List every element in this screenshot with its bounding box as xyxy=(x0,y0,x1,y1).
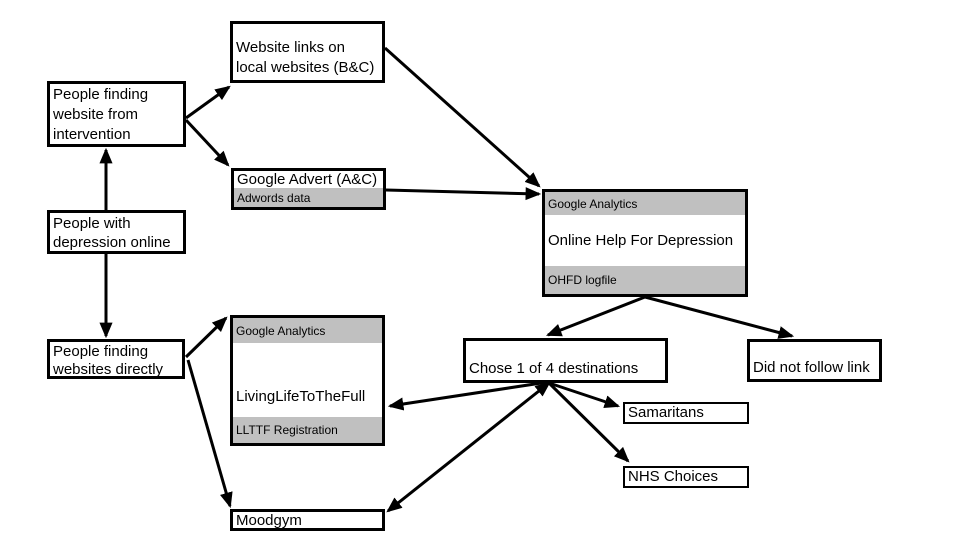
node-llttf-title: LivingLifeToTheFull xyxy=(236,388,366,405)
node-nhs-choices: NHS Choices xyxy=(623,466,749,488)
arrow-intervention-to-website-links xyxy=(185,85,231,120)
node-did-not-follow-label: Did not follow link xyxy=(753,359,870,376)
node-people-with-depression-online: People with depression online xyxy=(47,210,186,254)
arrow-ohfd-to-chose-destination xyxy=(545,295,646,337)
arrow-chose-destination-to-samaritans xyxy=(548,381,621,408)
arrow-chose-destination-to-moodgym xyxy=(386,381,551,513)
node-finding-directly-label: People finding websites directly xyxy=(53,343,164,378)
arrow-finding-directly-to-llttf xyxy=(184,316,228,359)
node-ohfd-title: Online Help For Depression xyxy=(548,232,734,249)
node-intervention-label: People finding website from intervention xyxy=(53,86,149,143)
node-llttf-data-source: LLTTF Registration xyxy=(233,417,382,443)
node-google-advert-title: Google Advert (A&C) xyxy=(237,171,378,188)
node-people-finding-websites-directly: People finding websites directly xyxy=(47,339,185,379)
arrow-chose-destination-to-llttf xyxy=(387,380,549,411)
node-ohfd-data-source: OHFD logfile xyxy=(545,266,745,294)
node-nhs-choices-label: NHS Choices xyxy=(628,468,719,485)
arrow-google-advert-to-ohfd xyxy=(385,187,542,201)
node-llttf-header: Google Analytics xyxy=(233,318,382,343)
arrow-ohfd-to-did-not-follow xyxy=(644,295,795,339)
node-samaritans-label: Samaritans xyxy=(628,404,704,421)
node-google-advert: Google Advert (A&C) Adwords data xyxy=(231,168,386,210)
arrow-finding-directly-to-moodgym xyxy=(186,359,233,509)
node-website-links: Website links on local websites (B&C) xyxy=(230,21,385,83)
node-google-advert-data-source: Adwords data xyxy=(234,188,383,207)
node-chose-label: Chose 1 of 4 destinations xyxy=(469,360,639,377)
node-did-not-follow-link: Did not follow link xyxy=(747,339,882,382)
node-samaritans: Samaritans xyxy=(623,402,749,424)
arrow-website-links-to-ohfd xyxy=(383,46,541,188)
node-people-finding-website-from-intervention: People finding website from intervention xyxy=(47,81,186,147)
arrow-chose-destination-to-nhs-choices xyxy=(547,381,630,463)
node-ohfd-header: Google Analytics xyxy=(545,192,745,215)
node-chose-1-of-4-destinations: Chose 1 of 4 destinations xyxy=(463,338,668,383)
node-moodgym-label: Moodgym xyxy=(236,512,302,529)
arrow-intervention-to-google-advert xyxy=(184,118,230,167)
node-website-links-label: Website links on local websites (B&C) xyxy=(236,39,375,76)
node-livinglifetothefull: Google Analytics LivingLifeToTheFull LLT… xyxy=(230,315,385,446)
node-moodgym: Moodgym xyxy=(230,509,385,531)
node-depression-online-label: People with depression online xyxy=(53,215,171,251)
node-online-help-for-depression: Google Analytics Online Help For Depress… xyxy=(542,189,748,297)
